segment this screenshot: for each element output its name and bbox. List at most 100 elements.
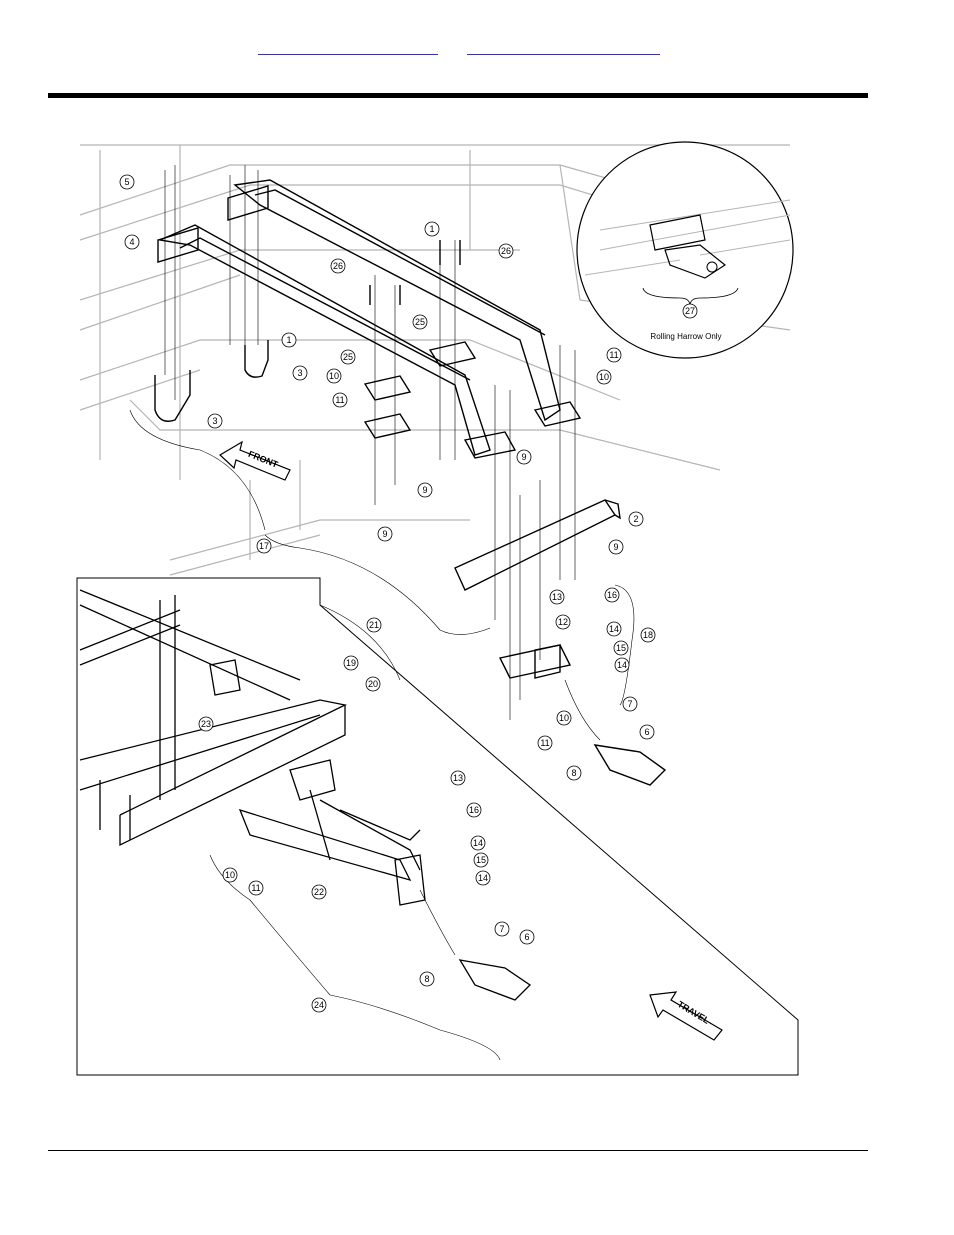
svg-text:18: 18 <box>643 630 653 640</box>
svg-text:14: 14 <box>473 838 483 848</box>
callout-17: 17 <box>256 538 272 554</box>
svg-text:8: 8 <box>571 768 576 778</box>
svg-text:19: 19 <box>346 658 356 668</box>
lower-assembly <box>79 589 532 1001</box>
callout-14d: 14 <box>475 870 491 886</box>
svg-text:7: 7 <box>499 924 504 934</box>
callout-2: 2 <box>628 511 644 527</box>
upper-leaders <box>129 165 635 720</box>
svg-text:10: 10 <box>599 372 609 382</box>
svg-text:21: 21 <box>369 620 379 630</box>
header-rule <box>48 93 868 98</box>
callout-10a: 10 <box>596 369 612 385</box>
svg-text:25: 25 <box>343 352 353 362</box>
callout-10b: 10 <box>326 368 342 384</box>
svg-text:14: 14 <box>478 873 488 883</box>
svg-text:8: 8 <box>424 974 429 984</box>
svg-text:14: 14 <box>617 660 627 670</box>
callout-3a: 3 <box>292 365 308 381</box>
svg-text:27: 27 <box>685 306 695 316</box>
svg-text:3: 3 <box>297 368 302 378</box>
callout-8b: 8 <box>419 971 435 987</box>
svg-text:1: 1 <box>286 335 291 345</box>
callout-9b: 9 <box>417 482 433 498</box>
callout-9d: 9 <box>608 539 624 555</box>
callout-21: 21 <box>366 617 382 633</box>
callout-14b: 14 <box>614 657 630 673</box>
svg-text:26: 26 <box>501 246 511 256</box>
svg-text:1: 1 <box>429 224 434 234</box>
callout-10d: 10 <box>222 867 238 883</box>
svg-text:16: 16 <box>469 805 479 815</box>
svg-text:11: 11 <box>609 350 618 360</box>
callout-6b: 6 <box>519 929 535 945</box>
callout-11c: 11 <box>537 735 553 751</box>
svg-text:11: 11 <box>335 395 344 405</box>
svg-text:26: 26 <box>333 261 343 271</box>
header-link-2[interactable] <box>467 40 660 55</box>
callout-18: 18 <box>640 627 656 643</box>
callout-10c: 10 <box>556 710 572 726</box>
callout-24: 24 <box>311 997 327 1013</box>
callout-11b: 11 <box>332 392 348 408</box>
svg-text:12: 12 <box>558 617 568 627</box>
svg-text:16: 16 <box>607 590 617 600</box>
callout-19: 19 <box>343 655 359 671</box>
callout-23: 23 <box>198 716 214 732</box>
callout-8a: 8 <box>566 765 582 781</box>
callout-12: 12 <box>555 614 571 630</box>
svg-text:13: 13 <box>453 773 463 783</box>
svg-text:11: 11 <box>540 738 549 748</box>
svg-text:4: 4 <box>129 237 134 247</box>
svg-text:13: 13 <box>552 592 562 602</box>
callout-16a: 16 <box>604 587 620 603</box>
callout-5: 5 <box>119 174 135 190</box>
svg-text:9: 9 <box>521 452 526 462</box>
footer-rule <box>48 1150 868 1151</box>
svg-text:14: 14 <box>609 624 619 634</box>
svg-text:10: 10 <box>559 713 569 723</box>
svg-text:7: 7 <box>627 699 632 709</box>
callout-20: 20 <box>365 676 381 692</box>
svg-text:24: 24 <box>314 1000 324 1010</box>
svg-text:9: 9 <box>382 529 387 539</box>
callout-7a: 7 <box>622 696 638 712</box>
svg-text:9: 9 <box>613 542 618 552</box>
callout-15a: 15 <box>613 640 629 656</box>
svg-text:17: 17 <box>259 541 269 551</box>
svg-text:10: 10 <box>225 870 235 880</box>
callout-26b: 26 <box>498 243 514 259</box>
svg-text:3: 3 <box>212 416 217 426</box>
callout-13b: 13 <box>450 770 466 786</box>
svg-text:15: 15 <box>616 643 626 653</box>
svg-text:6: 6 <box>644 727 649 737</box>
svg-text:5: 5 <box>124 177 129 187</box>
header-link-1[interactable] <box>258 40 438 55</box>
svg-text:2: 2 <box>633 514 638 524</box>
svg-text:22: 22 <box>314 887 324 897</box>
lower-detail-frame <box>76 577 799 1076</box>
svg-text:6: 6 <box>524 932 529 942</box>
svg-text:10: 10 <box>329 371 339 381</box>
svg-text:11: 11 <box>251 883 260 893</box>
callout-14a: 14 <box>606 621 622 637</box>
callout-26a: 26 <box>330 258 346 274</box>
callouts: 1 1 2 3 3 4 5 6 6 7 7 8 8 9 9 9 9 10 10 … <box>119 174 698 1013</box>
callout-25b: 25 <box>412 314 428 330</box>
svg-text:9: 9 <box>422 485 427 495</box>
svg-text:20: 20 <box>368 679 378 689</box>
callout-9a: 9 <box>516 449 532 465</box>
lower-leaders <box>209 604 601 1061</box>
callout-22: 22 <box>311 884 327 900</box>
inset-caption: Rolling Harrow Only <box>650 332 721 341</box>
callout-14c: 14 <box>470 835 486 851</box>
callout-4: 4 <box>124 234 140 250</box>
callout-27: 27 <box>682 303 698 319</box>
svg-text:23: 23 <box>201 719 211 729</box>
callout-1a: 1 <box>424 221 440 237</box>
callout-15b: 15 <box>473 852 489 868</box>
callout-25a: 25 <box>340 349 356 365</box>
callout-11a: 11 <box>606 347 622 363</box>
callout-7b: 7 <box>494 921 510 937</box>
